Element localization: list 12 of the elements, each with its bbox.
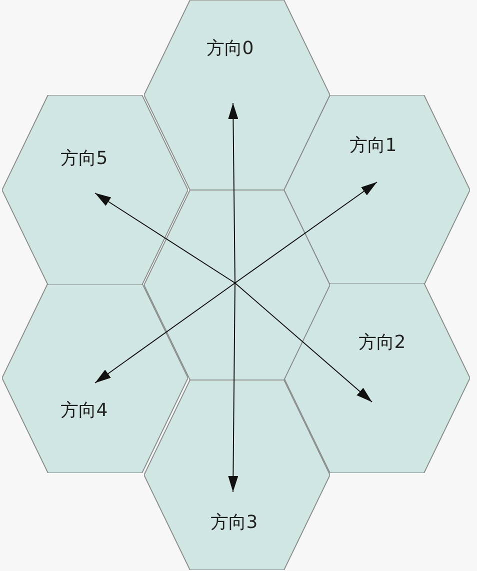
- arrow: [94, 282, 236, 384]
- arrow: [234, 282, 372, 402]
- direction-label: 方向4: [60, 399, 108, 422]
- direction-label: 方向5: [60, 147, 108, 170]
- direction-label: 方向2: [358, 331, 406, 354]
- direction-label: 方向1: [349, 134, 397, 157]
- direction-label: 方向0: [206, 37, 254, 60]
- arrow: [228, 102, 238, 284]
- arrow: [94, 192, 236, 284]
- direction-label: 方向3: [210, 511, 258, 534]
- arrow: [228, 282, 238, 492]
- arrow: [234, 182, 378, 284]
